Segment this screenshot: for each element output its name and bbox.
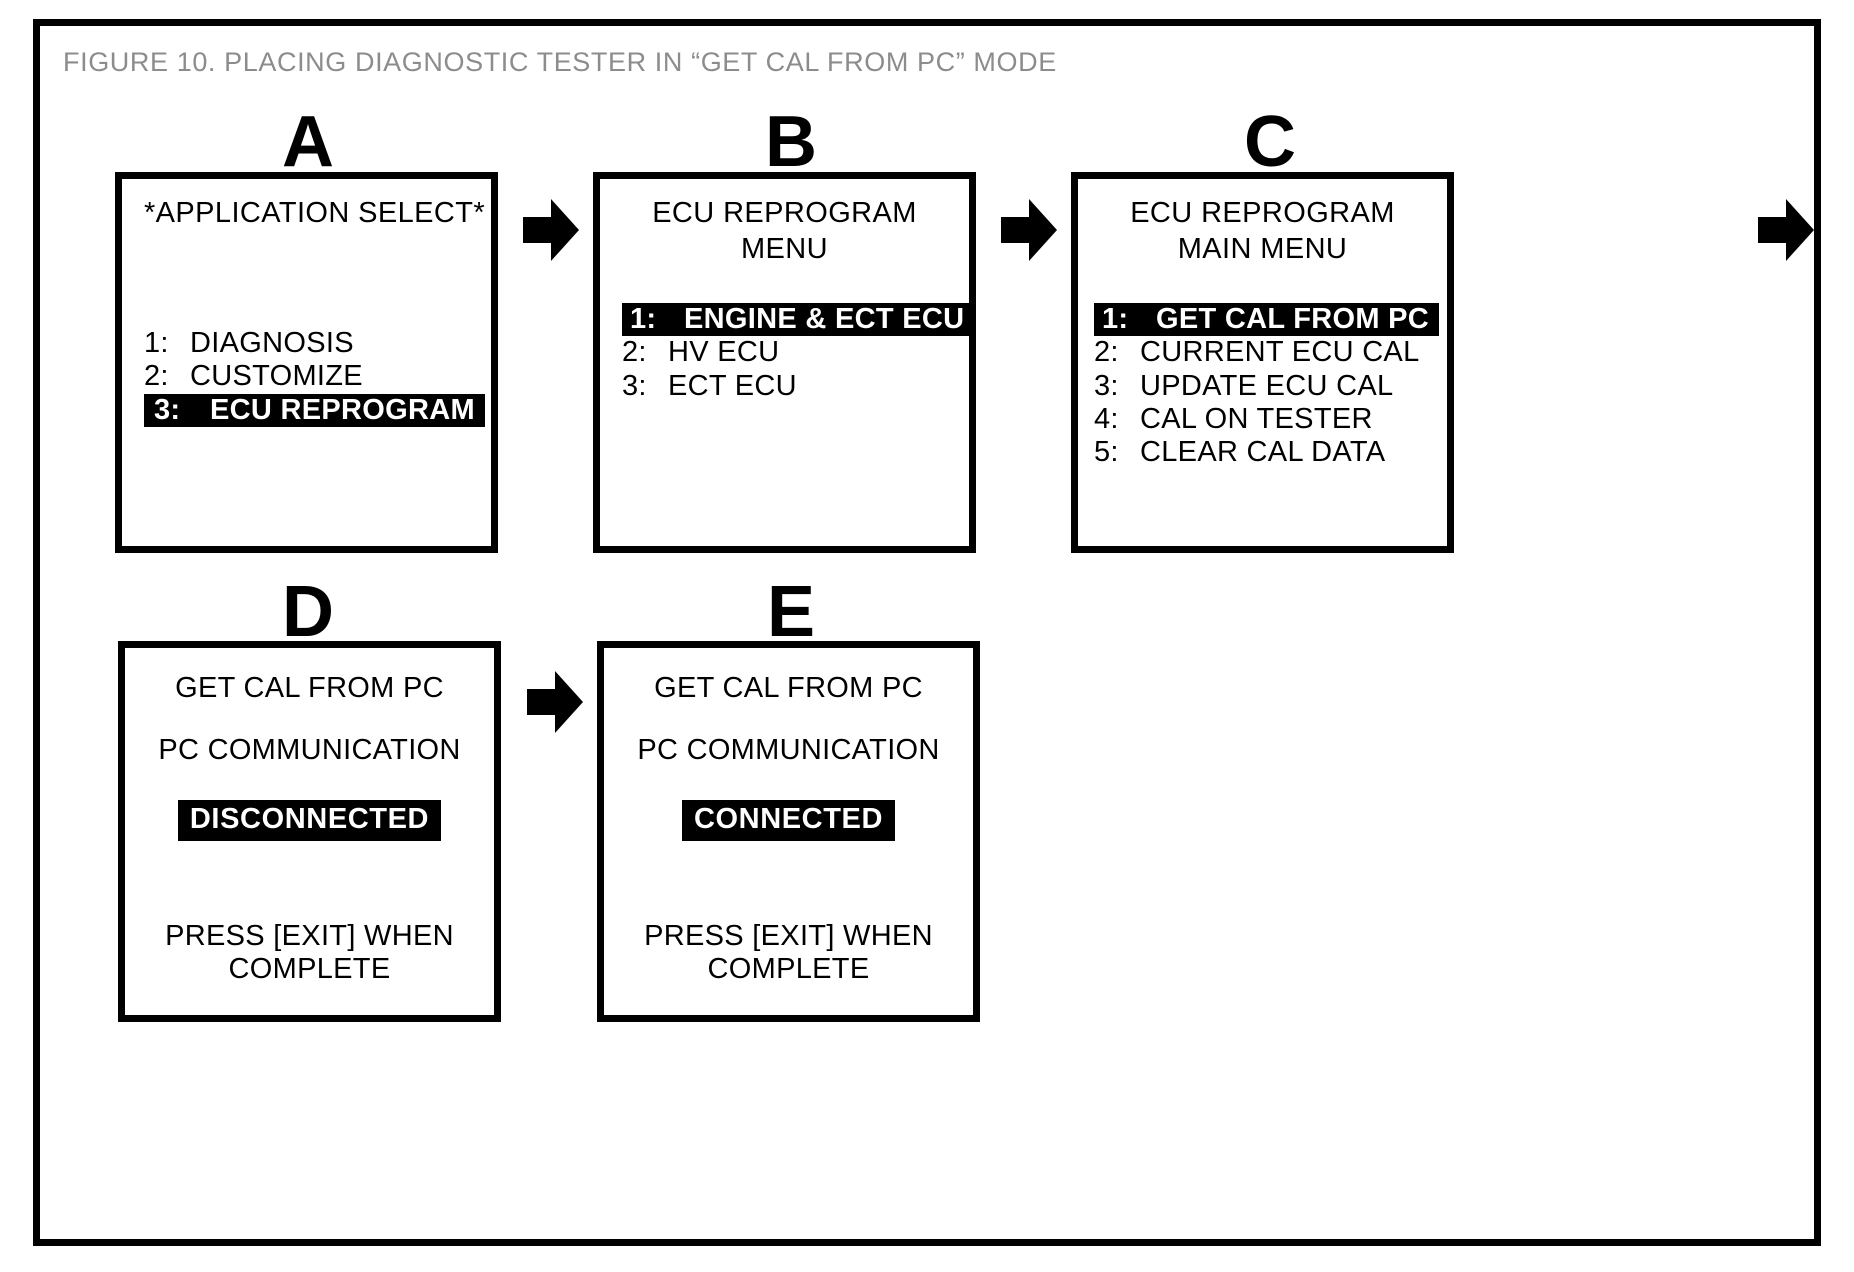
step-letter-e: E bbox=[766, 572, 816, 652]
menu-item-number: 3: bbox=[622, 369, 647, 402]
menu-item-update-ecu-cal[interactable]: 3: UPDATE ECU CAL bbox=[1094, 370, 1393, 403]
screen-d-footer-line1: PRESS [EXIT] WHEN bbox=[165, 920, 454, 952]
arrow-d-to-e bbox=[527, 671, 583, 733]
status-badge-disconnected: DISCONNECTED bbox=[177, 800, 442, 841]
menu-item-ect-ecu[interactable]: 3: ECT ECU bbox=[622, 370, 797, 403]
step-letter-a: A bbox=[282, 102, 334, 182]
menu-item-number: 2: bbox=[622, 336, 647, 369]
screen-e-subheading: PC COMMUNICATION bbox=[637, 734, 940, 766]
menu-item-label: CAL ON TESTER bbox=[1140, 402, 1373, 435]
screen-a-menu: 1: DIAGNOSIS 2: CUSTOMIZE 3: ECU REPROGR… bbox=[122, 327, 491, 427]
menu-item-label: CLEAR CAL DATA bbox=[1140, 436, 1386, 469]
screen-c-title-line2: MAIN MENU bbox=[1177, 233, 1348, 265]
menu-item-number: 1: bbox=[1102, 303, 1129, 335]
menu-item-number: 3: bbox=[1094, 369, 1119, 402]
menu-item-cal-on-tester[interactable]: 4: CAL ON TESTER bbox=[1094, 403, 1373, 436]
screen-application-select: *APPLICATION SELECT* 1: DIAGNOSIS 2: CUS… bbox=[115, 172, 498, 553]
step-letter-b: B bbox=[765, 102, 817, 182]
menu-item-number: 4: bbox=[1094, 402, 1119, 435]
menu-item-get-cal-from-pc[interactable]: 1: GET CAL FROM PC bbox=[1094, 303, 1440, 337]
screen-e-footer-line2: COMPLETE bbox=[707, 953, 870, 986]
screen-b-menu: 1: ENGINE & ECT ECU 2: HV ECU 3: ECT ECU bbox=[600, 303, 975, 403]
screen-e-status-wrap: CONNECTED bbox=[604, 800, 973, 841]
menu-item-number: 1: bbox=[144, 327, 169, 359]
menu-item-number: 5: bbox=[1094, 436, 1119, 469]
screen-e-footer: PRESS [EXIT] WHEN COMPLETE bbox=[604, 920, 973, 987]
screen-e-footer-line1: PRESS [EXIT] WHEN bbox=[644, 920, 933, 952]
screen-a-title: *APPLICATION SELECT* bbox=[144, 197, 486, 229]
menu-item-label: ENGINE & ECT ECU bbox=[684, 303, 965, 335]
menu-item-customize[interactable]: 2: CUSTOMIZE bbox=[144, 360, 363, 393]
screen-d-footer: PRESS [EXIT] WHEN COMPLETE bbox=[125, 920, 494, 987]
screen-e-heading: GET CAL FROM PC bbox=[654, 672, 923, 704]
screen-ecu-reprogram-menu: ECU REPROGRAM MENU 1: ENGINE & ECT ECU 2… bbox=[593, 172, 976, 553]
arrow-c-to-next bbox=[1758, 199, 1814, 261]
menu-item-label: UPDATE ECU CAL bbox=[1140, 369, 1394, 402]
menu-item-label: GET CAL FROM PC bbox=[1156, 303, 1430, 335]
arrow-a-to-b bbox=[523, 199, 579, 261]
screen-d-heading: GET CAL FROM PC bbox=[175, 672, 444, 704]
step-letter-c: C bbox=[1244, 102, 1296, 182]
menu-item-number: 2: bbox=[144, 360, 169, 393]
status-badge-connected: CONNECTED bbox=[681, 800, 896, 841]
menu-item-number: 3: bbox=[154, 393, 181, 426]
screen-b-title-line2: MENU bbox=[741, 233, 828, 265]
arrow-b-to-c bbox=[1001, 199, 1057, 261]
menu-item-clear-cal-data[interactable]: 5: CLEAR CAL DATA bbox=[1094, 436, 1385, 469]
menu-item-label: HV ECU bbox=[668, 336, 780, 369]
menu-item-diagnosis[interactable]: 1: DIAGNOSIS bbox=[144, 327, 354, 360]
menu-item-label: CUSTOMIZE bbox=[190, 360, 363, 393]
menu-item-label: ECU REPROGRAM bbox=[210, 393, 475, 426]
screen-get-cal-disconnected: GET CAL FROM PC PC COMMUNICATION DISCONN… bbox=[118, 641, 501, 1022]
menu-item-number: 1: bbox=[630, 303, 657, 335]
screen-b-title-line1: ECU REPROGRAM bbox=[652, 197, 917, 229]
menu-item-label: ECT ECU bbox=[668, 369, 797, 402]
screen-d-subheading: PC COMMUNICATION bbox=[158, 734, 461, 766]
menu-item-number: 2: bbox=[1094, 336, 1119, 369]
menu-item-current-ecu-cal[interactable]: 2: CURRENT ECU CAL bbox=[1094, 336, 1420, 369]
figure-frame: FIGURE 10. PLACING DIAGNOSTIC TESTER IN … bbox=[33, 19, 1821, 1246]
menu-item-hv-ecu[interactable]: 2: HV ECU bbox=[622, 336, 779, 369]
screen-d-status-wrap: DISCONNECTED bbox=[125, 800, 494, 841]
screen-ecu-reprogram-main-menu: ECU REPROGRAM MAIN MENU 1: GET CAL FROM … bbox=[1071, 172, 1454, 553]
screen-d-footer-line2: COMPLETE bbox=[228, 953, 391, 986]
menu-item-label: CURRENT ECU CAL bbox=[1140, 336, 1420, 369]
figure-title: FIGURE 10. PLACING DIAGNOSTIC TESTER IN … bbox=[63, 47, 1057, 77]
menu-item-engine-ect-ecu[interactable]: 1: ENGINE & ECT ECU bbox=[622, 303, 975, 337]
screen-c-title-line1: ECU REPROGRAM bbox=[1130, 197, 1395, 229]
screen-get-cal-connected: GET CAL FROM PC PC COMMUNICATION CONNECT… bbox=[597, 641, 980, 1022]
menu-item-ecu-reprogram[interactable]: 3: ECU REPROGRAM bbox=[144, 393, 485, 427]
menu-item-label: DIAGNOSIS bbox=[190, 327, 354, 359]
screen-c-menu: 1: GET CAL FROM PC 2: CURRENT ECU CAL 3:… bbox=[1078, 303, 1447, 470]
step-letter-d: D bbox=[282, 572, 334, 652]
